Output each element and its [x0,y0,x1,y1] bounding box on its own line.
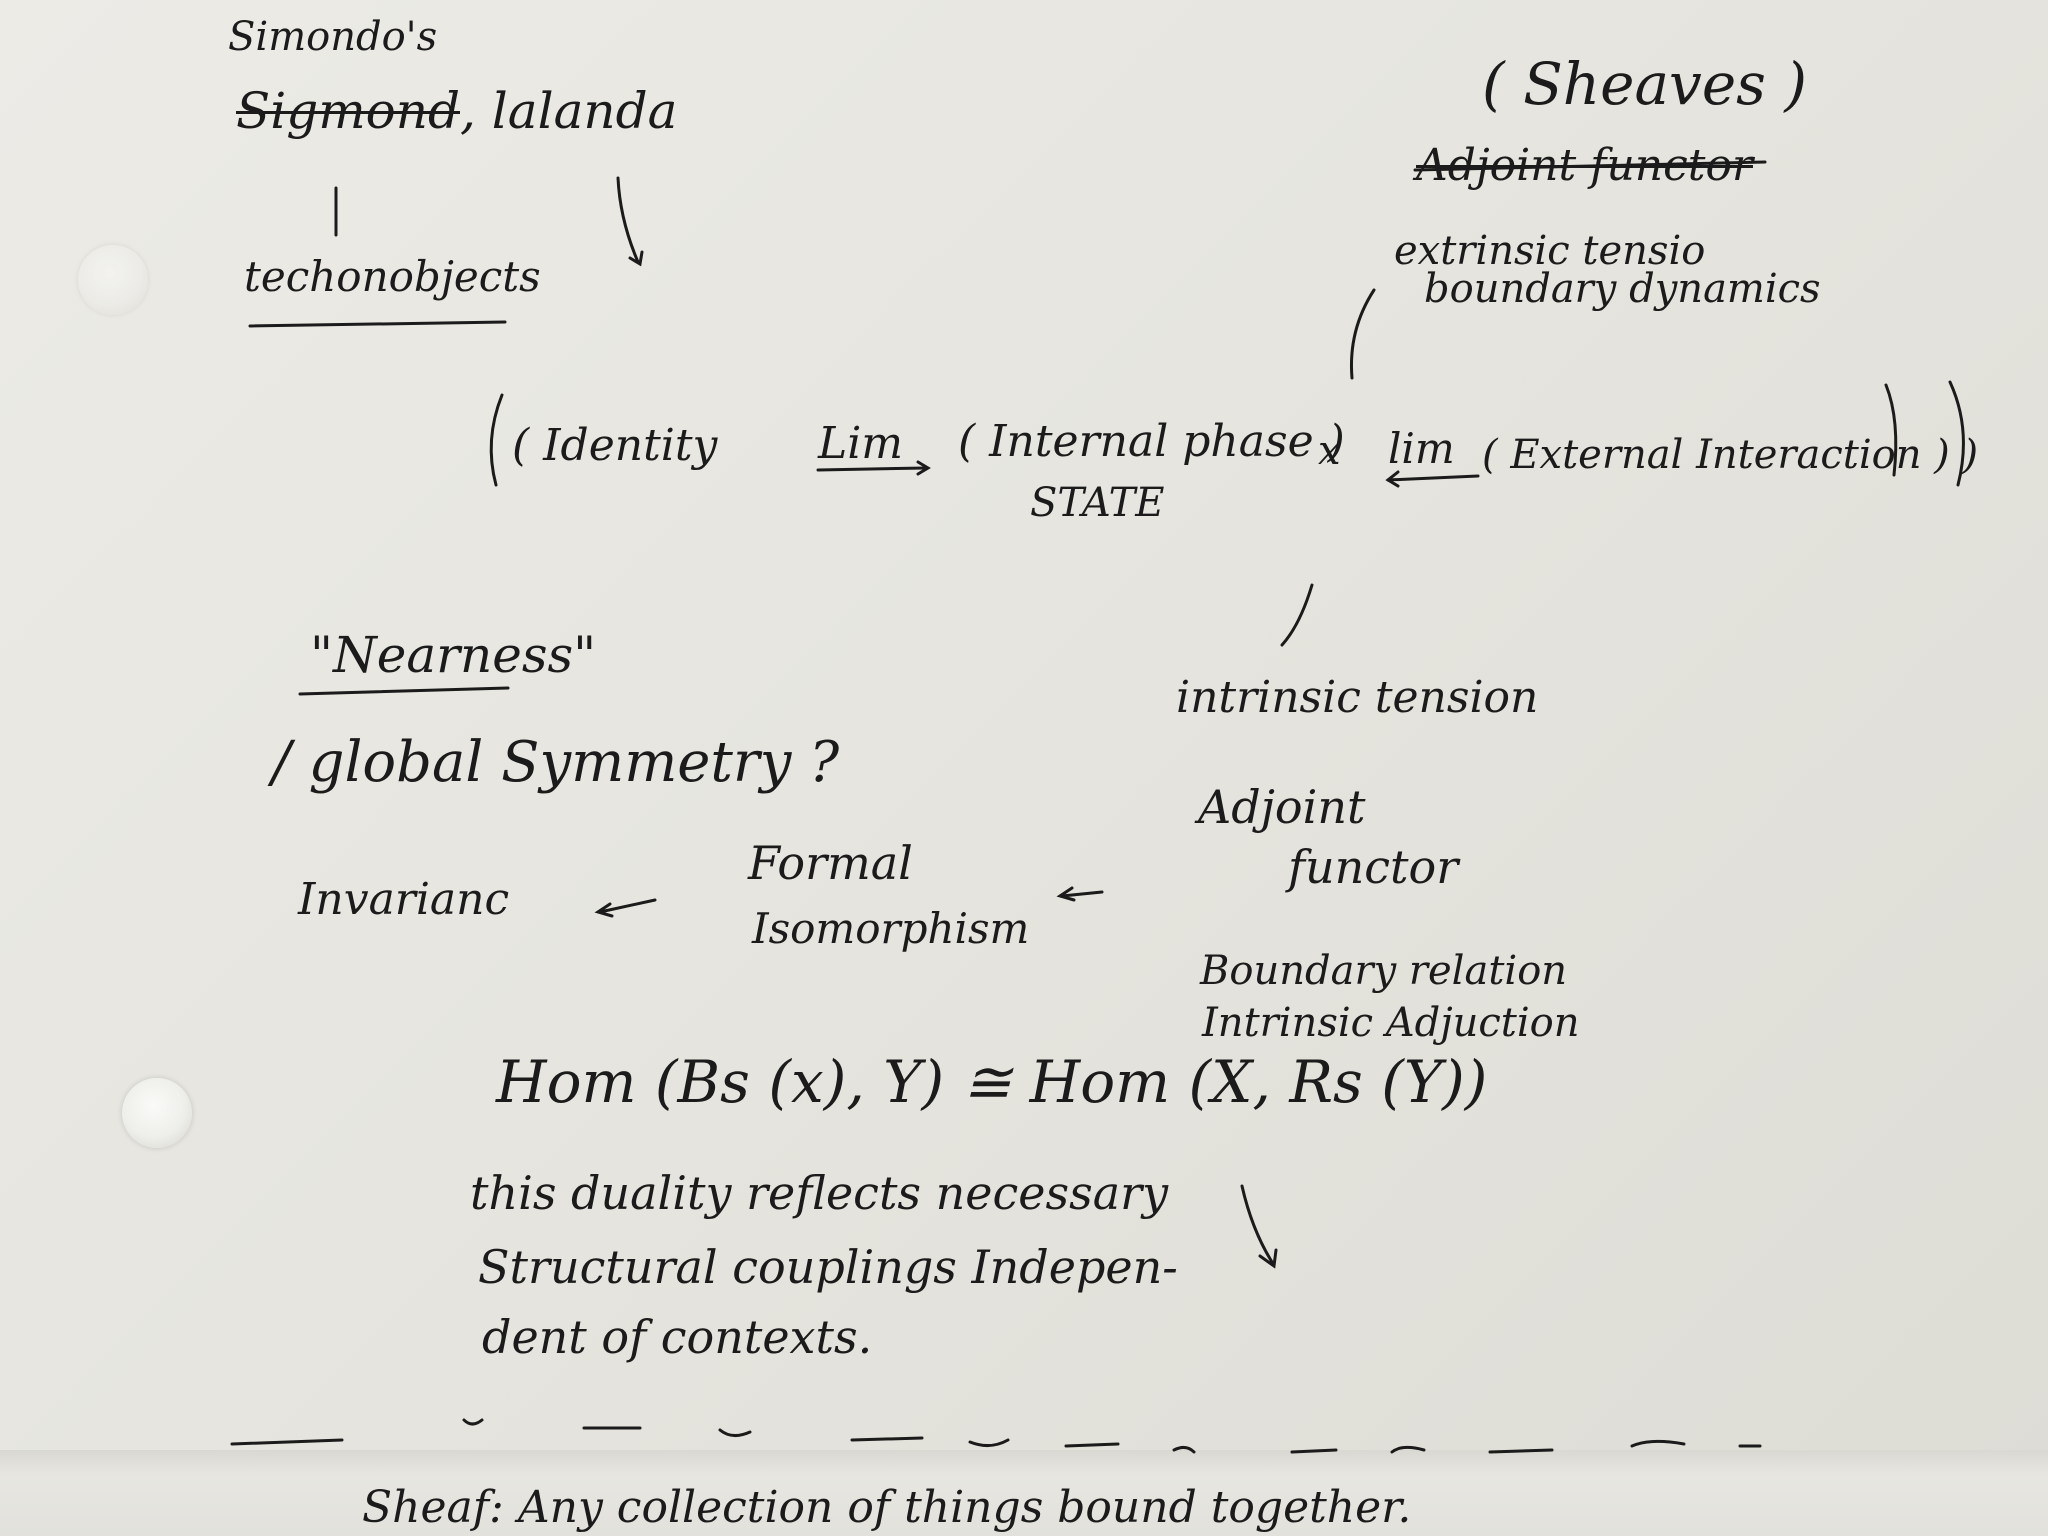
formula-external-interaction: ( External Interaction ) ) [1482,432,1979,478]
arrow-head-formal [1056,886,1076,902]
dash-4 [718,1428,752,1437]
punch-hole-middle [122,1078,192,1148]
note-adjoint-functor-struck: Adjoint functor [1416,140,1753,191]
underline-nearness [298,686,510,696]
dash-2 [462,1418,484,1426]
note-technobjects: techonobjects [244,252,541,301]
note-sheaf-definition: Sheaf: Any collection of things bound to… [362,1482,1412,1533]
formula-internal-phase: ( Internal phase ) [958,416,1345,467]
arrow-head-invariance [594,902,614,918]
underline-technobjects [248,320,507,328]
note-functor: functor [1288,840,1459,894]
dash-12 [1630,1439,1686,1448]
dash-1 [230,1438,344,1446]
arrow-head-duality [1258,1248,1278,1269]
dash-8 [1172,1445,1196,1454]
dash-10 [1390,1445,1426,1454]
lim1-arrow [816,466,927,472]
dash-11 [1488,1448,1554,1454]
arrow-formal [1060,890,1104,898]
note-intrinsic-adjuction: Intrinsic Adjuction [1202,1000,1580,1046]
note-simondon: Simondo's [228,14,438,60]
note-nearness: "Nearness" [310,626,597,684]
note-duality-line-1: this duality reflects necessary [470,1166,1169,1220]
slash-intrinsic [1280,583,1314,647]
note-isomorphism: Isomorphism [752,904,1030,953]
formula-lim-1: Lim [818,418,904,469]
note-boundary-dynamics: boundary dynamics [1424,266,1821,312]
paren-open [489,393,504,487]
note-sigmond-struck: Sigmond [236,82,460,140]
note-formal: Formal [748,836,913,890]
note-intrinsic-tension: intrinsic tension [1176,672,1539,723]
arrow-head-lalanda [628,250,644,267]
paren-close-1 [1884,383,1898,477]
note-invariance: Invarianc [298,874,510,925]
note-adjoint: Adjoint [1198,780,1366,834]
note-duality-line-3: dent of contexts. [482,1310,873,1364]
arrow-down-lalanda [616,176,640,264]
note-global-symmetry: / global Symmetry ? [272,730,840,795]
strike-adjoint [1413,160,1767,172]
arrow-invariance [598,898,657,914]
note-duality-line-2: Structural couplings Indepen- [478,1240,1178,1294]
formula-state: STATE [1030,480,1165,526]
slash-extrinsic [1350,288,1376,380]
dash-6 [968,1438,1010,1447]
dash-5 [850,1436,924,1442]
paren-close-2 [1948,380,1965,487]
note-extrinsic-tension: extrinsic tensio [1394,228,1706,274]
dash-7 [1064,1442,1120,1448]
dash-9 [1290,1448,1338,1454]
lim1-arrow-head [916,460,931,476]
note-sheaves: ( Sheaves ) [1482,50,1807,118]
note-lalanda: , lalanda [459,82,678,140]
lim2-arrow [1386,474,1480,482]
formula-lim-2: lim [1388,424,1455,473]
lim2-arrow-head [1385,470,1400,488]
formula-identity: ( Identity [512,420,718,471]
formula-hom-adjunction: Hom (Bs (x), Y) ≅ Hom (X, Rs (Y)) [496,1048,1488,1116]
note-sigmond-lalanda: Sigmond, lalanda [236,82,677,140]
lower-page-edge [0,1450,2048,1536]
formula-times: x [1318,428,1341,474]
note-boundary-relation: Boundary relation [1200,948,1568,994]
punch-hole-top [78,245,148,315]
arrow-duality [1240,1184,1274,1264]
